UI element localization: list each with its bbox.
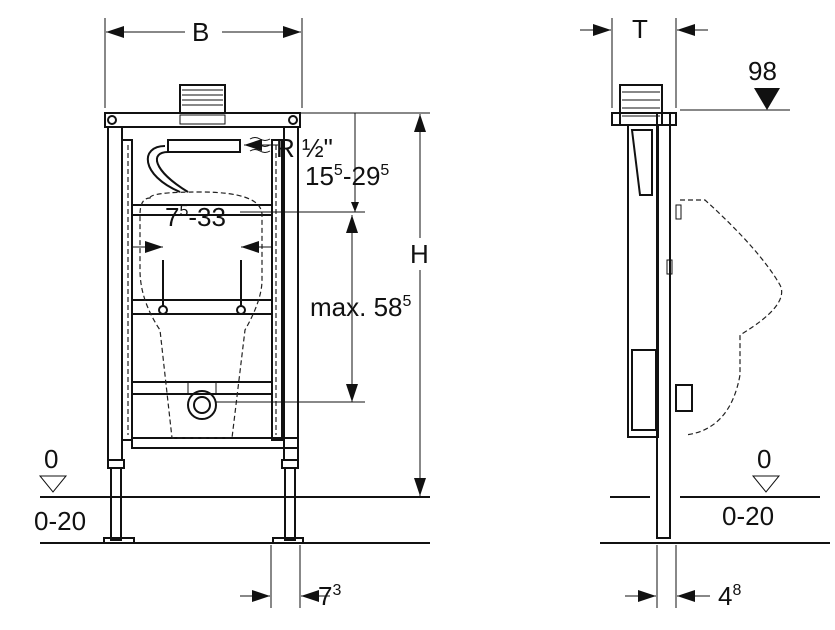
floor-level-label: 0 <box>44 444 58 474</box>
width-label: B <box>192 17 209 47</box>
side-post <box>656 112 671 539</box>
supply-box <box>179 84 226 114</box>
urinal-outline <box>139 191 263 439</box>
level-marker-icon <box>38 475 68 493</box>
floor-range-label: 0-20 <box>34 506 86 536</box>
supply-height-label: 155-295 <box>305 161 389 191</box>
floor-range-label-side: 0-20 <box>722 501 774 531</box>
offset-label: 73 <box>318 581 341 611</box>
level-marker-icon <box>751 475 781 493</box>
max-height-label: max. 585 <box>310 292 412 322</box>
front-view: B <box>34 17 435 611</box>
depth-label: T <box>632 14 648 44</box>
top-label: 98 <box>748 56 777 86</box>
width-dimension: B <box>104 17 303 108</box>
top-crossbar <box>104 112 301 128</box>
side-view: T 98 0 0-20 48 <box>580 14 830 611</box>
connection-label: R ½" <box>276 133 333 163</box>
urinal-side-outline <box>680 199 783 436</box>
spacing-label: 75-33 <box>165 202 226 232</box>
floor-level-label-side: 0 <box>757 444 771 474</box>
left-post <box>107 126 123 461</box>
level-marker-icon <box>754 88 780 110</box>
offset-label-side: 48 <box>718 581 741 611</box>
right-post <box>283 126 299 461</box>
height-label: H <box>410 239 429 269</box>
